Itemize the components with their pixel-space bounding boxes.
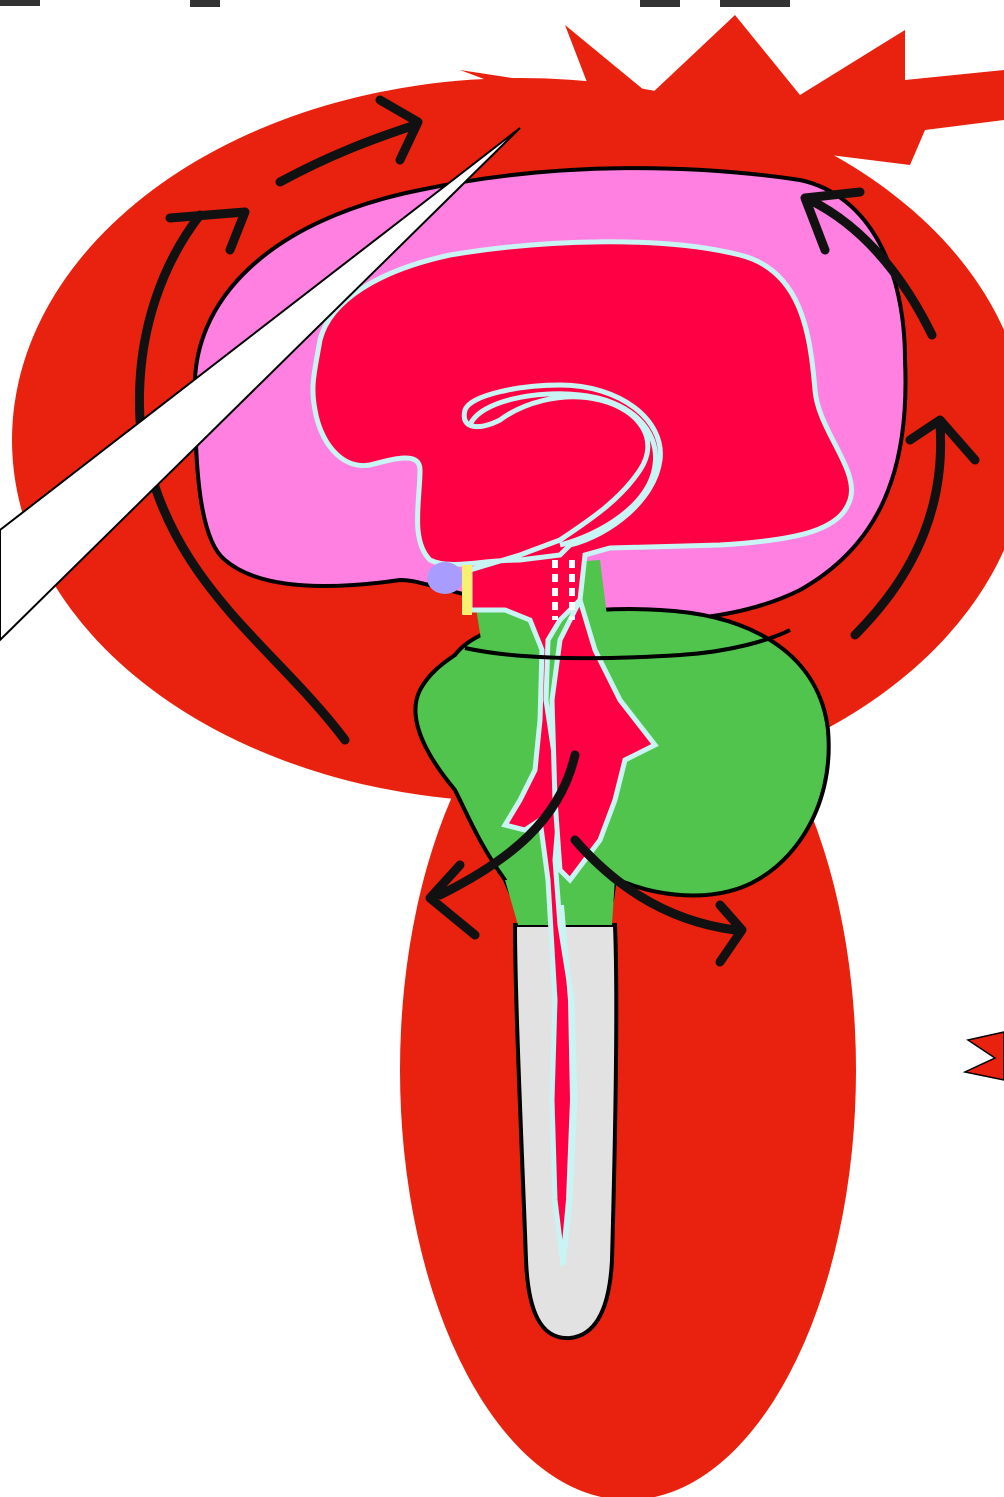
cropped-header-text (0, 0, 790, 7)
burst-shape-small (965, 1032, 1004, 1080)
